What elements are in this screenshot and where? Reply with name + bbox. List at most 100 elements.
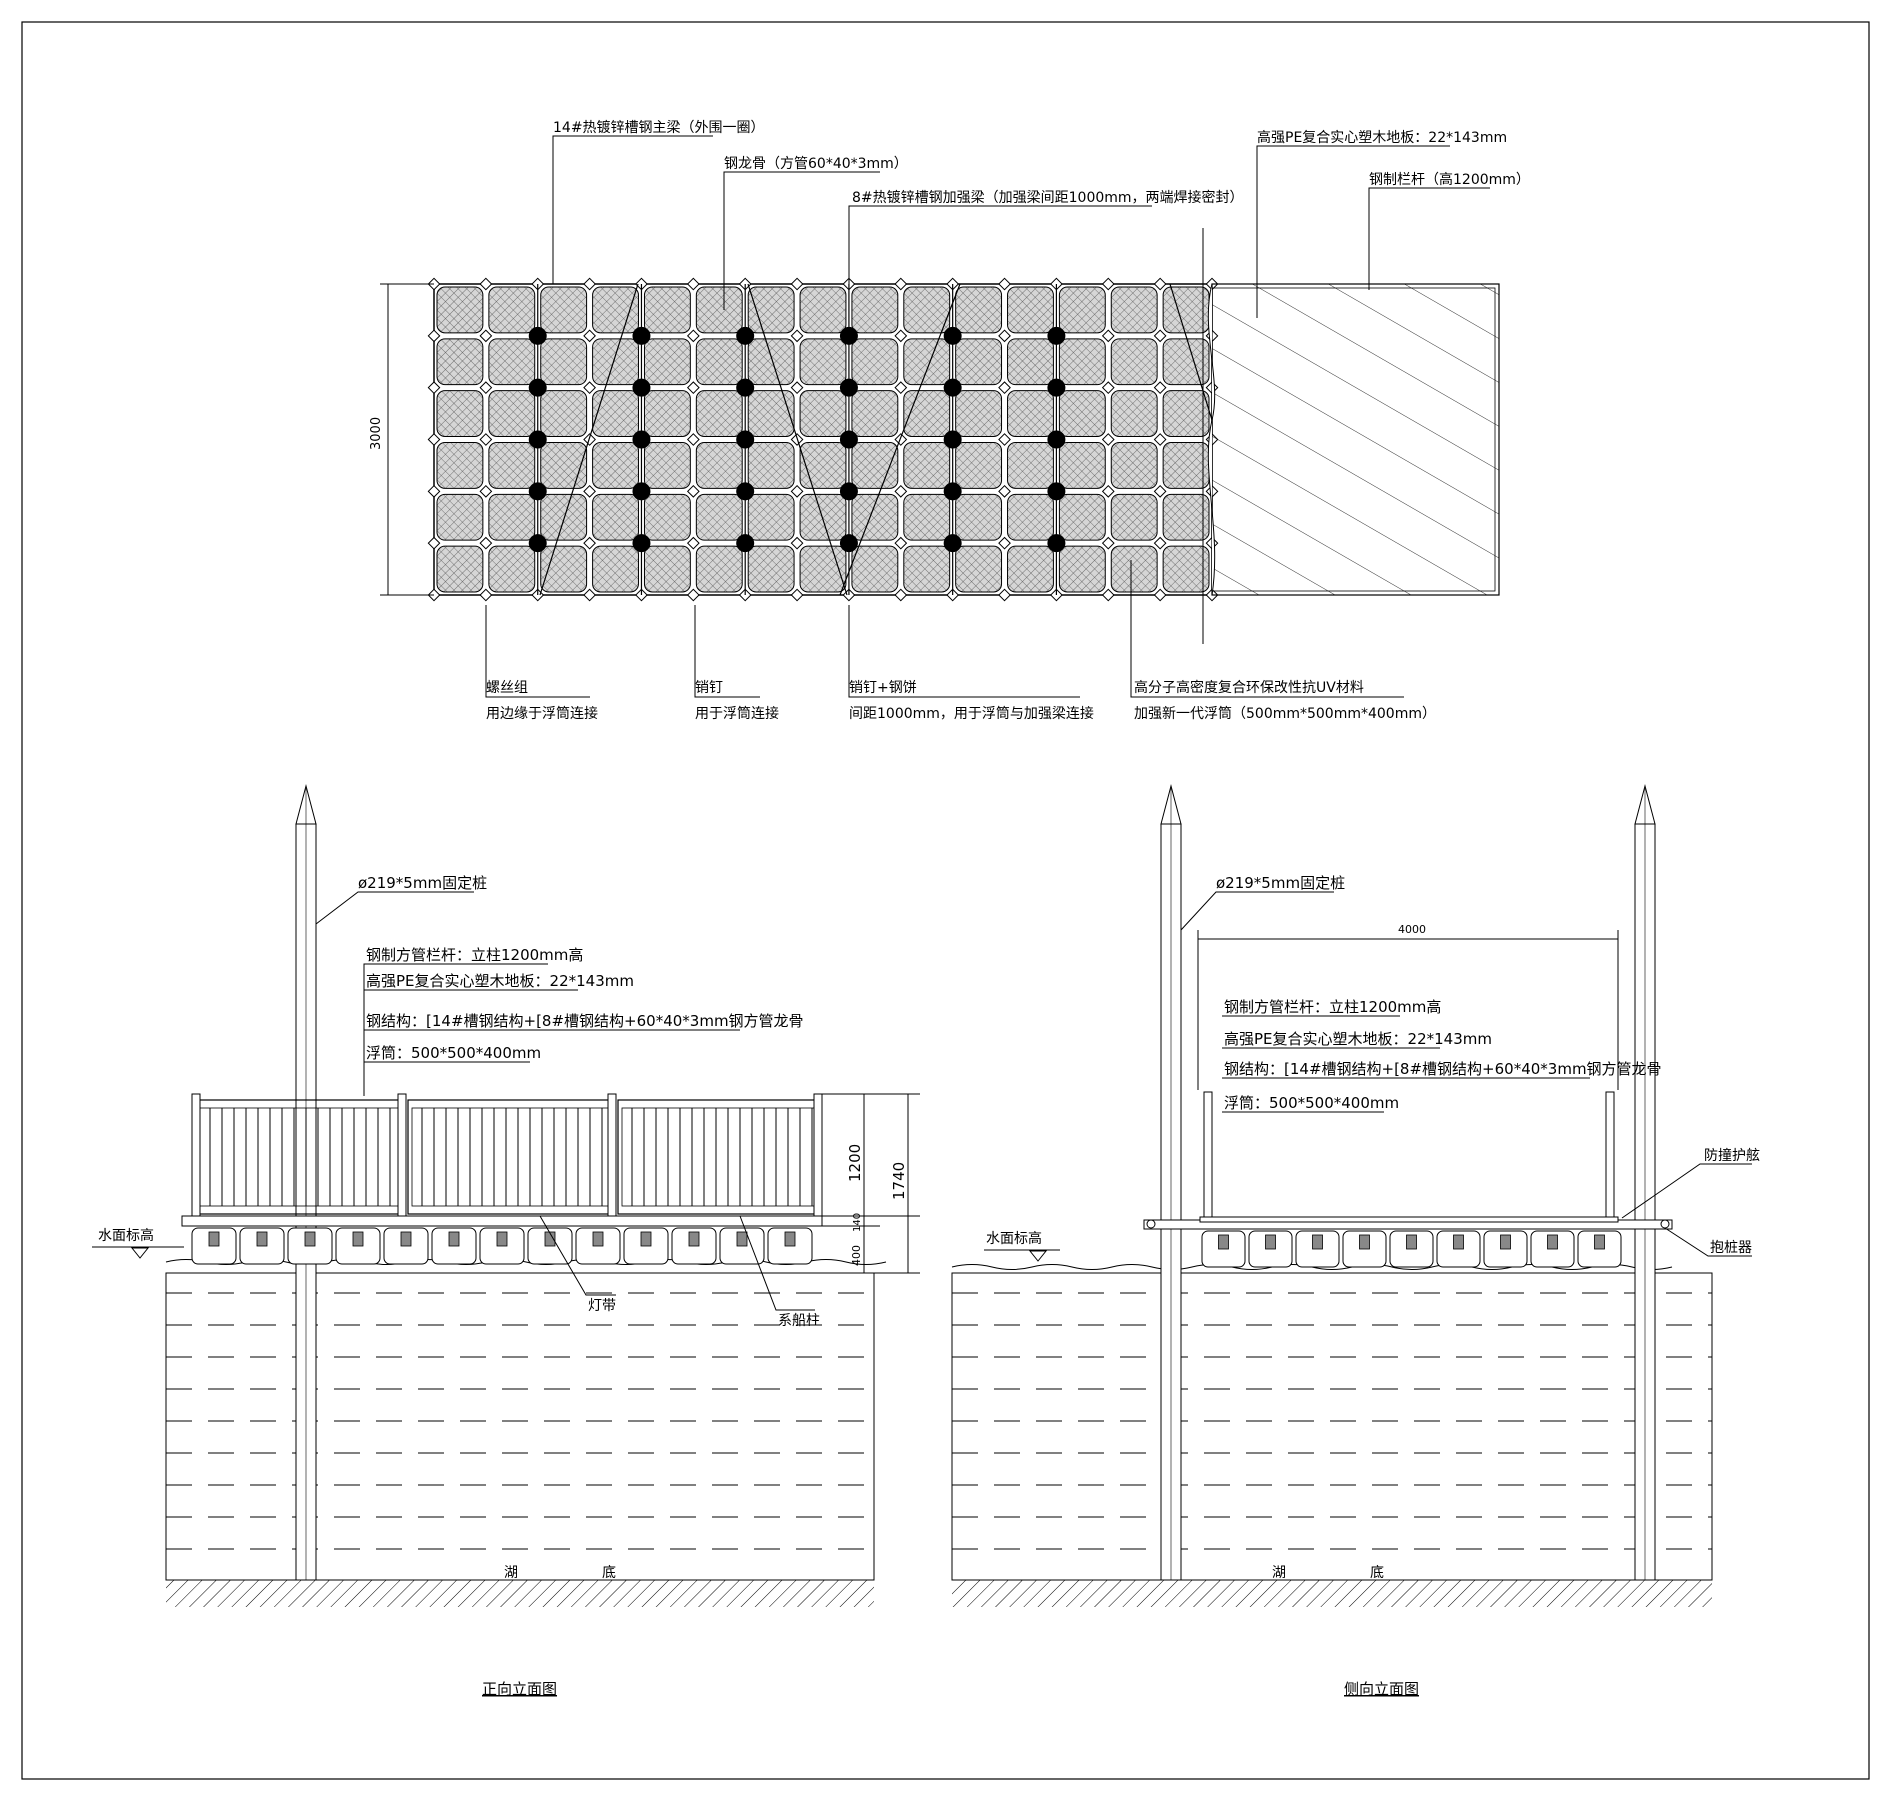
side-water-lines	[951, 1264, 1712, 1550]
side-bumper-label: 防撞护舷	[1704, 1148, 1760, 1164]
float-cell	[540, 338, 588, 386]
bolt-node	[998, 536, 1011, 550]
bolt-node	[686, 329, 700, 343]
float-cell	[1162, 493, 1210, 541]
label-decking: 高强PE复合实心塑木地板：22*143mm	[1257, 129, 1507, 146]
bolt-node	[686, 536, 700, 550]
front-water-box	[165, 1272, 875, 1581]
float-cell	[488, 493, 536, 541]
pin-dot	[839, 326, 858, 345]
bolt-node	[686, 588, 700, 602]
float-cell	[592, 286, 639, 334]
bolt-node	[427, 536, 441, 550]
bolt-node	[479, 277, 493, 291]
pin-dot	[839, 378, 858, 397]
float-lug	[1453, 1234, 1464, 1250]
float-cell	[851, 545, 899, 593]
front-spec-decking: 高强PE复合实心塑木地板：22*143mm	[366, 972, 634, 990]
front-deck	[181, 1215, 823, 1227]
pin-dot	[528, 326, 547, 345]
bolt-node	[1153, 381, 1167, 395]
label-railing: 钢制栏杆（高1200mm）	[1369, 171, 1530, 188]
float-cell	[1162, 545, 1210, 593]
float-cell	[851, 493, 899, 541]
pin-dot	[1047, 534, 1066, 553]
float-cell	[955, 390, 1003, 437]
float-lug	[1406, 1234, 1417, 1250]
label-reinforce-beam: 8#热镀锌槽钢加强梁（加强梁间距1000mm，两端焊接密封）	[852, 189, 1244, 206]
float-cell	[747, 286, 795, 334]
float-cell	[851, 390, 899, 437]
side-dim-width-text: 4000	[1398, 923, 1426, 936]
front-pile-label: ø219*5mm固定桩	[358, 874, 487, 892]
float-cells	[427, 277, 1219, 602]
float-cell	[1058, 338, 1106, 386]
bolt-node	[998, 588, 1011, 602]
bolt-node	[427, 484, 441, 498]
float-cell	[1007, 493, 1054, 541]
float-cell	[955, 493, 1003, 541]
float-cell	[436, 338, 484, 386]
float-cell	[1110, 493, 1158, 541]
bolt-node	[479, 588, 493, 602]
float-cell	[592, 442, 639, 489]
float-cell	[643, 545, 691, 593]
float-lug	[208, 1231, 220, 1247]
bolt-node	[790, 536, 804, 550]
bolt-node	[479, 433, 493, 446]
pin-dot	[632, 482, 651, 501]
bolt-node	[427, 381, 441, 395]
front-title: 正向立面图	[482, 1680, 557, 1698]
float-cell	[1162, 390, 1210, 437]
rail-post	[191, 1093, 201, 1217]
side-spec-steel: 钢结构：[14#槽钢结构+[8#槽钢结构+60*40*3mm钢方管龙骨	[1224, 1060, 1662, 1078]
float-lug	[640, 1231, 652, 1247]
front-dims	[822, 1093, 920, 1274]
front-elevation: 水面标高 1200 1740 140 400 ø219*5mm固定桩 钢制方管栏…	[92, 784, 920, 1698]
side-water-box	[951, 1272, 1713, 1581]
pin-dot	[632, 326, 651, 345]
bolt-node	[894, 484, 908, 498]
float-cell	[1110, 338, 1158, 386]
pin-dot	[528, 430, 547, 449]
float-cell	[1007, 286, 1054, 334]
side-title: 侧向立面图	[1344, 1680, 1419, 1698]
drawing-frame	[21, 21, 1870, 1780]
float-cell	[1110, 390, 1158, 437]
side-spec-float: 浮筒：500*500*400mm	[1224, 1094, 1399, 1112]
float-cell	[1110, 442, 1158, 489]
pin-dot	[943, 430, 962, 449]
bolt-node	[790, 381, 804, 395]
float-cell	[592, 493, 639, 541]
front-spec-steel: 钢结构：[14#槽钢结构+[8#槽钢结构+60*40*3mm钢方管龙骨	[366, 1012, 804, 1030]
float-lug	[400, 1231, 412, 1247]
bolt-node	[686, 484, 700, 498]
float-lug	[592, 1231, 604, 1247]
float-cell	[695, 338, 743, 386]
float-lug	[544, 1231, 556, 1247]
float-lug	[1359, 1234, 1370, 1250]
float-cell	[436, 390, 484, 437]
rail-panel	[407, 1099, 613, 1215]
float-cell	[643, 442, 691, 489]
float-cell	[1007, 390, 1054, 437]
side-hoop-label: 抱桩器	[1710, 1239, 1752, 1256]
bolt-node	[686, 433, 700, 446]
float-lug	[1500, 1234, 1511, 1250]
float-cell	[436, 545, 484, 593]
float-cell	[903, 493, 951, 541]
float-lug	[1312, 1234, 1323, 1250]
label-bolt-a: 螺丝组	[486, 680, 528, 696]
float-lug	[1218, 1234, 1229, 1250]
bolt-node	[1101, 536, 1115, 550]
bolt-node	[1153, 329, 1167, 343]
float-cell	[747, 338, 795, 386]
pin-dot	[736, 482, 755, 501]
bolt-node	[479, 381, 493, 395]
float-cell	[1058, 545, 1106, 593]
label-pin-plate-a: 销钉+钢饼	[849, 680, 917, 696]
label-main-beam: 14#热镀锌槽钢主梁（外围一圈）	[553, 119, 765, 136]
float-cell	[592, 338, 639, 386]
bolt-node	[583, 588, 596, 602]
